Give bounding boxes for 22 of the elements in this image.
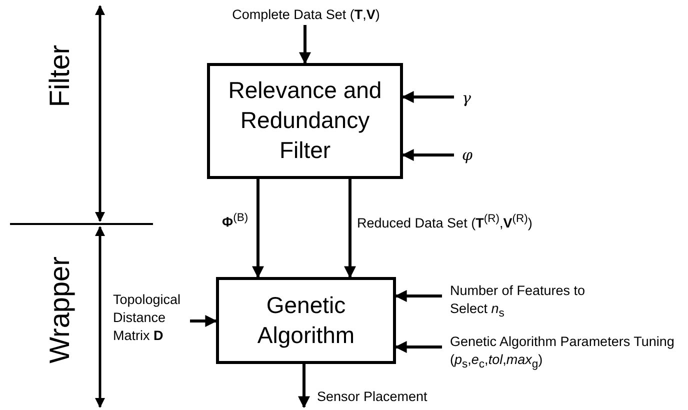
edge-label: Sensor Placement xyxy=(317,389,428,404)
arrow xyxy=(394,290,442,302)
input-label: Genetic Algorithm Parameters Tuning (p$_{s}$,e$_{c}$,tol,max$_{g}$) xyxy=(450,333,675,373)
parameter-symbol: γ xyxy=(462,88,478,108)
input-label: Number of Features to Select n$_{s}$ xyxy=(450,282,600,322)
edge-label: Reduced Data Set (T$^{(R)}$,V$^{(R)}$) xyxy=(357,213,532,230)
arrow xyxy=(299,25,311,64)
algorithm-box: Genetic Algorithm xyxy=(216,277,396,364)
arrow xyxy=(252,179,264,278)
section-label: Filter xyxy=(44,44,76,108)
section-label: Wrapper xyxy=(44,256,76,364)
arrow xyxy=(344,179,356,278)
arrow xyxy=(298,364,310,408)
arrow xyxy=(402,149,454,161)
parameter-symbol: φ xyxy=(462,145,478,165)
input-label: Topological Distance Matrix D xyxy=(113,284,195,352)
arrow xyxy=(402,91,454,103)
filter-box: Relevance and Redundancy Filter xyxy=(207,63,403,179)
input-label: Complete Data Set (T,V) xyxy=(228,5,384,25)
arrow xyxy=(190,315,218,327)
edge-label: Φ$^{(B)}$ xyxy=(222,212,248,230)
arrow xyxy=(394,341,442,353)
